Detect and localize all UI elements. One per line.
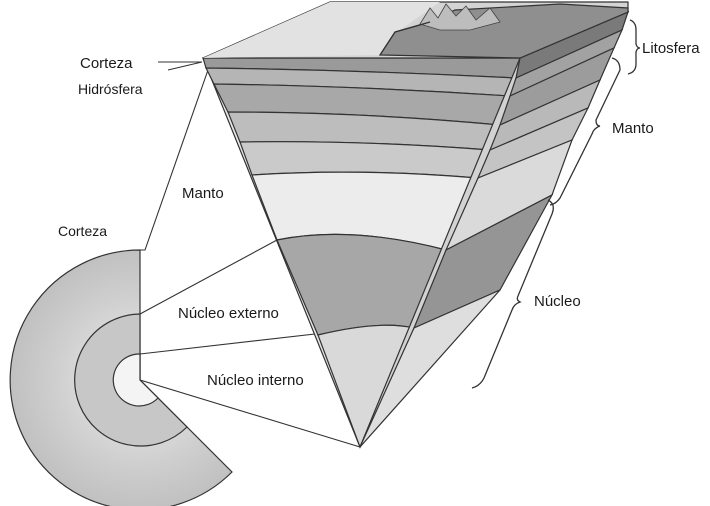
label-manto-right: Manto [612,120,654,137]
label-nucleo-interno: Núcleo interno [207,372,304,389]
label-manto-left: Manto [182,185,224,202]
globe-inner-core [113,354,158,406]
label-corteza-left: Corteza [58,223,107,239]
label-litosfera: Litosfera [642,40,700,57]
label-corteza-top: Corteza [80,55,133,72]
bracket-litosfera [628,20,640,74]
label-nucleo-externo: Núcleo externo [178,305,279,322]
globe-cross-section [10,250,232,506]
label-nucleo-right: Núcleo [534,293,581,310]
label-hidrosfera: Hidrósfera [78,81,143,97]
